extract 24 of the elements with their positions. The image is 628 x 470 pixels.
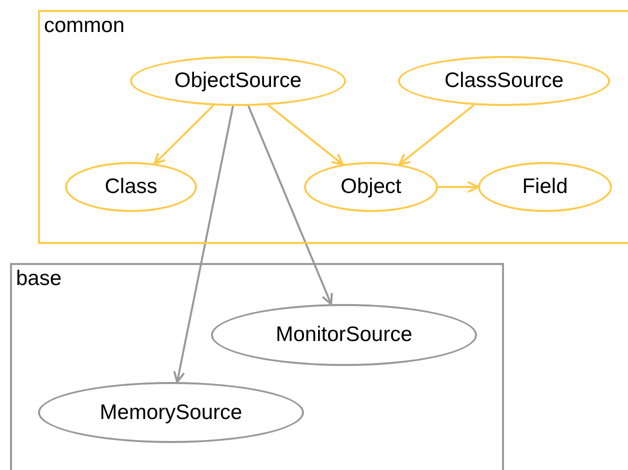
arrow — [398, 104, 475, 166]
cluster-label: common — [44, 13, 125, 39]
ellipse-node — [65, 162, 197, 212]
ellipse-node — [304, 162, 438, 212]
node-label: ClassSource — [444, 68, 564, 94]
ellipse-node — [38, 382, 304, 443]
ellipse-node — [130, 56, 346, 106]
arrow — [268, 104, 344, 166]
arrow — [173, 106, 234, 384]
cluster-label: base — [16, 266, 62, 292]
arrow — [438, 181, 479, 193]
node-label: Object — [340, 174, 402, 200]
cluster-box — [10, 263, 504, 470]
node-label: Field — [522, 174, 568, 200]
node-label: ObjectSource — [174, 68, 302, 94]
node-label: Class — [104, 174, 158, 200]
node-label: MemorySource — [100, 400, 242, 426]
ellipse-node — [398, 56, 610, 106]
ellipse-node — [478, 162, 612, 212]
arrow — [247, 106, 333, 306]
node-label: MonitorSource — [276, 322, 412, 348]
ellipse-node — [211, 304, 477, 366]
cluster-box — [38, 10, 628, 244]
arrow — [154, 104, 214, 165]
